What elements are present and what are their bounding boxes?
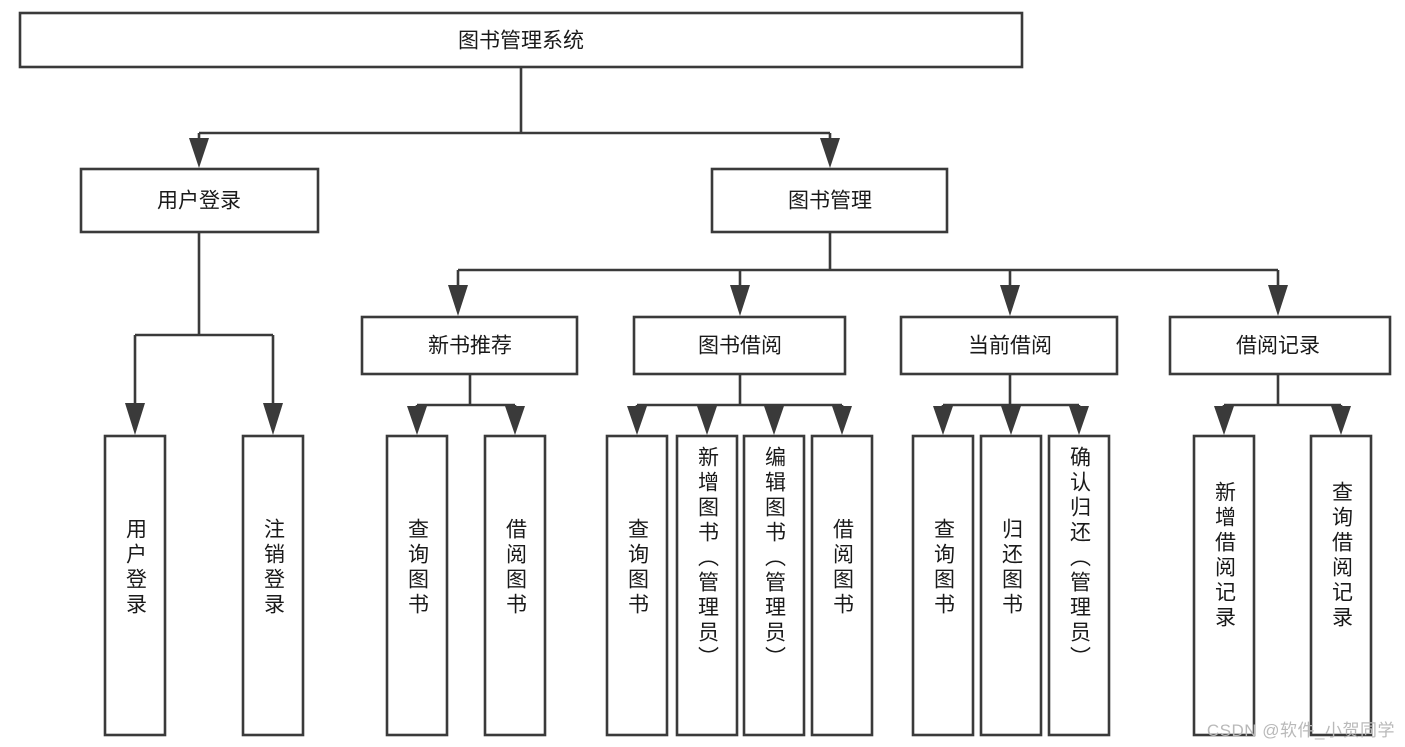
node-root-box[interactable] (18, 11, 1024, 69)
node-current-borrow-box[interactable] (899, 315, 1119, 376)
arrow-head-leaf-add-borrow-record (1214, 406, 1234, 435)
connector-layer (125, 67, 1351, 435)
arrow-head-leaf-logout (263, 403, 283, 435)
arrow-head-leaf-borrow-book-recommend (505, 406, 525, 435)
node-root-label: 图书管理系统 (458, 30, 584, 53)
arrow-head-new-book-recommend (448, 285, 468, 316)
node-leaf-query-book-recommend-box[interactable] (385, 434, 449, 737)
node-book-borrow-box[interactable] (632, 315, 847, 376)
arrow-head-leaf-query-book-current (933, 406, 953, 435)
arrow-head-leaf-confirm-return-admin (1069, 406, 1089, 435)
node-layer: 图书管理系统 用户登录 图书管理 新书推荐 图书借阅 当前借阅 借阅记录 (18, 11, 1392, 737)
arrow-head-book-management (820, 138, 840, 168)
arrow-head-leaf-borrow-book (832, 406, 852, 435)
node-leaf-user-login-box[interactable] (103, 434, 167, 737)
arrow-head-leaf-query-borrow-record (1331, 406, 1351, 435)
node-leaf-return-book-box[interactable] (979, 434, 1043, 737)
arrow-head-current-borrow (1000, 285, 1020, 316)
arrow-head-leaf-query-book-borrow (627, 406, 647, 435)
node-new-book-recommend-box[interactable] (360, 315, 579, 376)
node-user-login-label: 用户登录 (157, 190, 241, 213)
arrow-head-book-borrow (730, 285, 750, 316)
node-leaf-query-book-borrow-box[interactable] (605, 434, 669, 737)
arrow-head-leaf-return-book (1001, 406, 1021, 435)
node-borrow-record-label: 借阅记录 (1236, 335, 1320, 358)
node-leaf-borrow-book-box[interactable] (810, 434, 874, 737)
arrow-head-borrow-record (1268, 285, 1288, 316)
node-book-management-label: 图书管理 (788, 190, 872, 213)
node-book-management-box[interactable] (710, 167, 949, 234)
node-leaf-query-borrow-record-box[interactable] (1309, 434, 1373, 737)
node-leaf-logout-box[interactable] (241, 434, 305, 737)
node-leaf-add-borrow-record-box[interactable] (1192, 434, 1256, 737)
node-leaf-borrow-book-recommend-box[interactable] (483, 434, 547, 737)
node-book-borrow-label: 图书借阅 (698, 335, 782, 358)
arrow-head-leaf-user-login (125, 403, 145, 435)
arrow-head-leaf-edit-book-admin (764, 406, 784, 435)
node-current-borrow-label: 当前借阅 (968, 335, 1052, 358)
node-leaf-add-book-admin-box[interactable] (675, 434, 739, 737)
node-leaf-edit-book-admin-box[interactable] (742, 434, 806, 737)
node-borrow-record-box[interactable] (1168, 315, 1392, 376)
arrow-head-leaf-add-book-admin (697, 406, 717, 435)
node-leaf-confirm-return-admin-box[interactable] (1047, 434, 1111, 737)
arrow-head-user-login (189, 138, 209, 168)
node-user-login-box[interactable] (79, 167, 320, 234)
node-new-book-recommend-label: 新书推荐 (428, 335, 512, 358)
node-leaf-query-book-current-box[interactable] (911, 434, 975, 737)
arrow-head-leaf-query-book-recommend (407, 406, 427, 435)
csdn-watermark: CSDN @软件_小贺同学 (1206, 721, 1395, 740)
